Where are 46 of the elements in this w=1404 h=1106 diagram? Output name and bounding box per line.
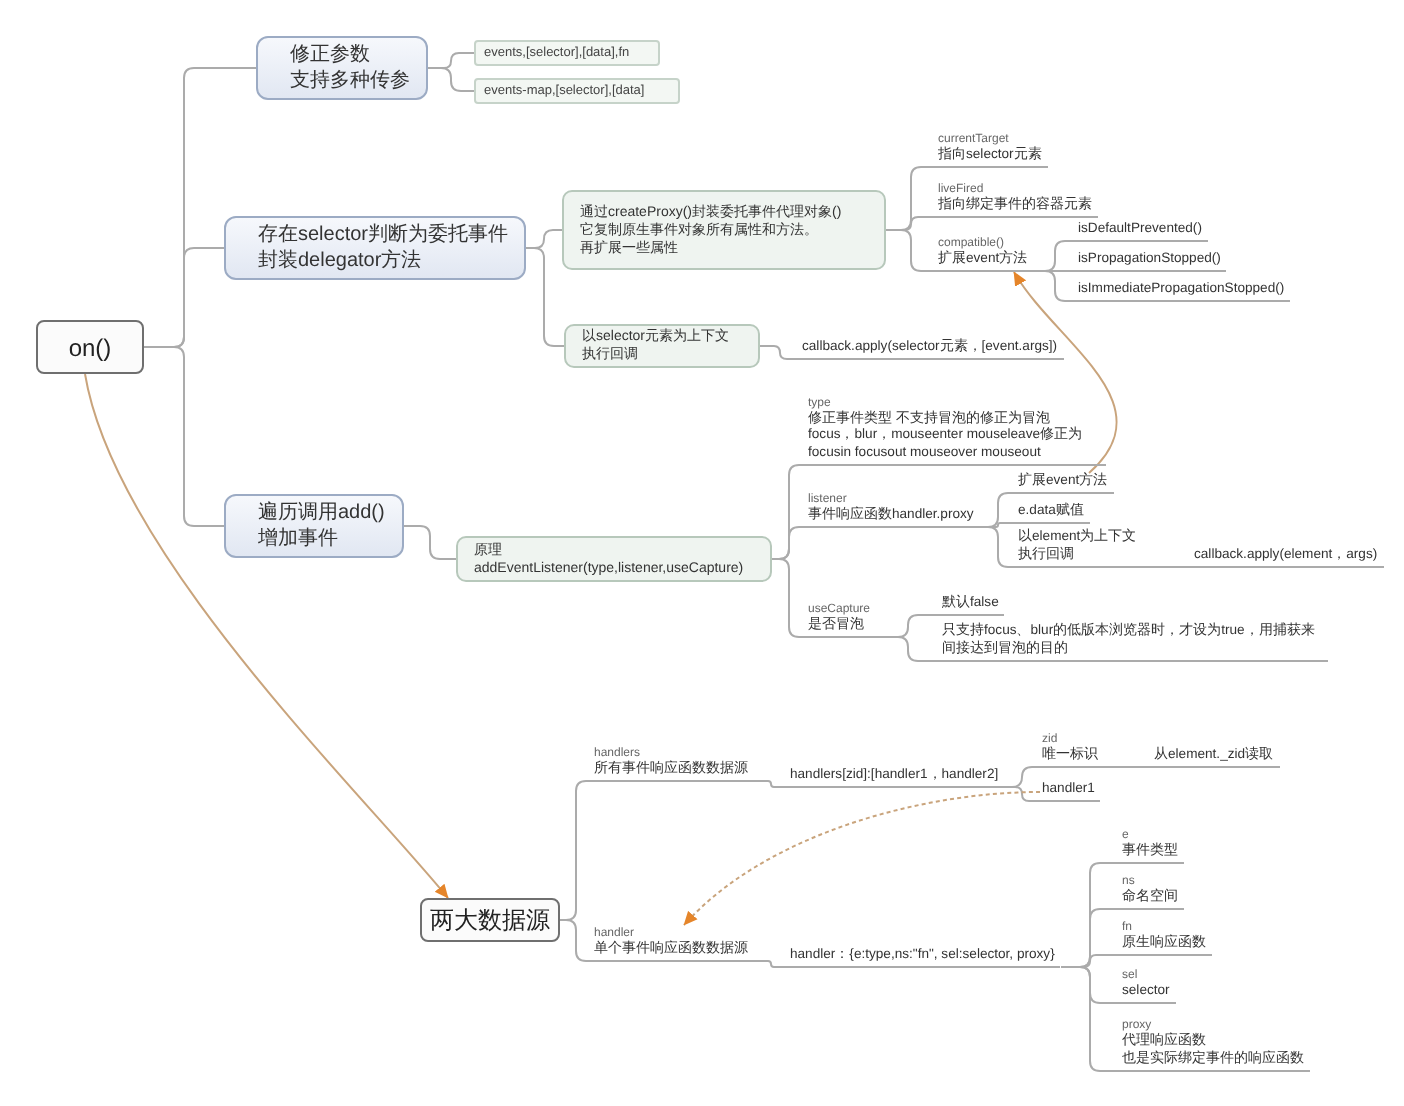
topic-text: 修正参数 (290, 42, 370, 68)
branch-line (979, 526, 1017, 568)
topic-text: 存在selector判断为委托事件 (258, 222, 509, 248)
branch-line (1032, 270, 1077, 302)
underlined-topic (1040, 731, 1104, 768)
topic-box (224, 216, 527, 280)
note-box (456, 536, 772, 582)
underlined-topic (936, 235, 1034, 272)
underlined-topic (936, 131, 1048, 168)
underlined-topic (1120, 919, 1212, 956)
topic-text: 遍历调用add() (258, 500, 385, 526)
relationship-arrow (1013, 271, 1118, 474)
note-box (564, 324, 760, 368)
branch-line (759, 345, 801, 360)
note-box (562, 190, 886, 270)
branch-line (771, 558, 807, 638)
branch-line (1103, 766, 1153, 768)
topic-text: 支持多种传参 (290, 68, 410, 94)
underlined-topic (806, 491, 980, 528)
branch-line (427, 67, 475, 92)
topic-text: 封装delegator方法 (258, 248, 422, 274)
underlined-topic (1120, 873, 1184, 910)
topic-box: 两大数据源 (420, 898, 560, 942)
underlined-topic (1120, 967, 1176, 1004)
topic-box (224, 494, 404, 558)
branch-line (1060, 966, 1121, 1072)
underlined-topic (592, 925, 754, 962)
branch-line (753, 780, 789, 788)
branch-line (875, 636, 941, 662)
relationship-arrow (683, 791, 1041, 926)
relationship-arrow (84, 373, 449, 899)
underlined-topic (1120, 827, 1184, 864)
underlined-topic (806, 601, 877, 638)
underlined-topic (806, 395, 1106, 466)
branch-line (1003, 786, 1041, 802)
branch-line (1141, 566, 1193, 568)
branch-line (753, 960, 789, 968)
branch-line (143, 346, 225, 527)
underlined-topic (1016, 530, 1143, 568)
topic-box: on() (36, 320, 144, 374)
underlined-topic (936, 181, 1098, 218)
underlined-topic (592, 745, 754, 782)
branch-line (403, 525, 457, 560)
topic-text: 增加事件 (258, 526, 338, 552)
topic-box (256, 36, 428, 100)
underlined-topic (1120, 1018, 1310, 1072)
